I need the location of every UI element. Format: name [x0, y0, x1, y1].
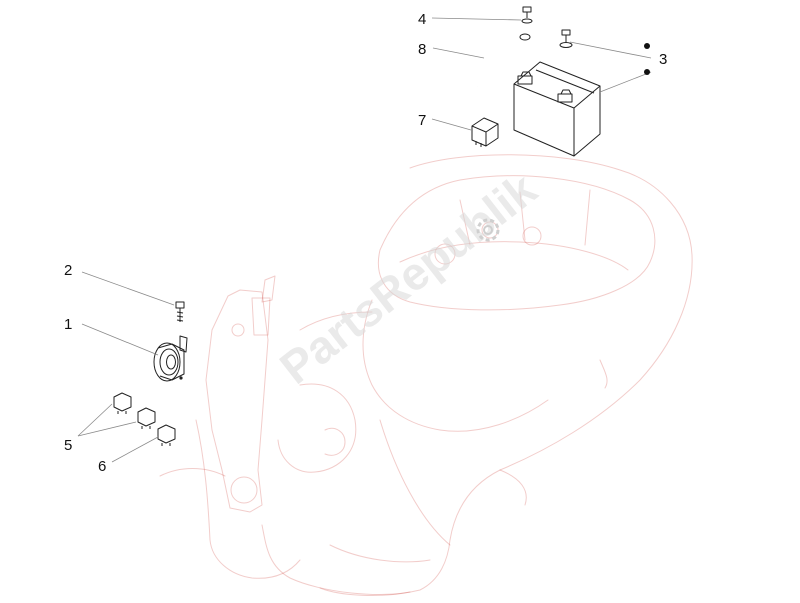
fuse-part-c [157, 424, 176, 446]
callout-4: 4 [418, 11, 426, 28]
leader-lines [77, 17, 652, 463]
relay-part [471, 117, 499, 147]
callout-1: 1 [64, 316, 72, 333]
battery-cable-part [476, 28, 531, 88]
horn-part [153, 335, 188, 382]
callout-7: 7 [418, 112, 426, 129]
screw-part [175, 301, 185, 322]
fuse-part-a [113, 392, 132, 414]
callout-6: 6 [98, 458, 106, 475]
callout-5: 5 [64, 437, 72, 454]
callout-2: 2 [64, 262, 72, 279]
scooter-frame-ghost [159, 154, 693, 596]
watermark: PartsRepublik [270, 162, 546, 394]
callout-3: 3 [659, 51, 667, 68]
callout-8: 8 [418, 41, 426, 58]
battery-part [513, 61, 601, 157]
fuse-part-b [137, 407, 156, 429]
gear-icon [476, 218, 500, 242]
cable-screw-part [521, 6, 533, 24]
battery-terminal-screw [559, 29, 573, 48]
